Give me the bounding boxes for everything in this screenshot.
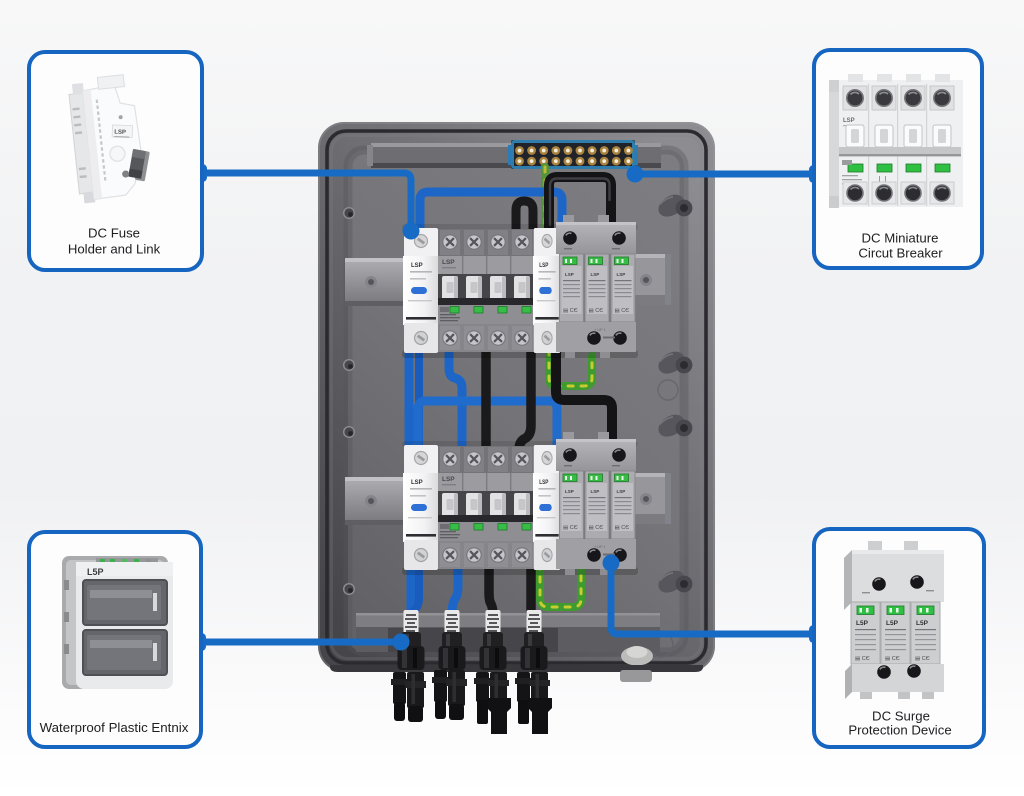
svg-text:▤ CЄ: ▤ CЄ bbox=[855, 656, 870, 662]
svg-text:Holder and Link: Holder and Link bbox=[68, 242, 161, 257]
svg-text:Protection Device: Protection Device bbox=[848, 723, 951, 738]
svg-text:DC Miniature: DC Miniature bbox=[862, 231, 939, 246]
svg-text:DC Surge: DC Surge bbox=[872, 709, 930, 724]
svg-text:L5P: L5P bbox=[856, 620, 869, 627]
svg-text:LSP: LSP bbox=[114, 130, 126, 136]
svg-text:Circut Breaker: Circut Breaker bbox=[858, 246, 943, 261]
svg-text:Waterproof Plastic Entnix: Waterproof Plastic Entnix bbox=[40, 720, 189, 735]
svg-text:L5P: L5P bbox=[87, 567, 104, 577]
svg-text:DC Fuse: DC Fuse bbox=[88, 226, 140, 241]
svg-text:LSP: LSP bbox=[843, 118, 855, 124]
